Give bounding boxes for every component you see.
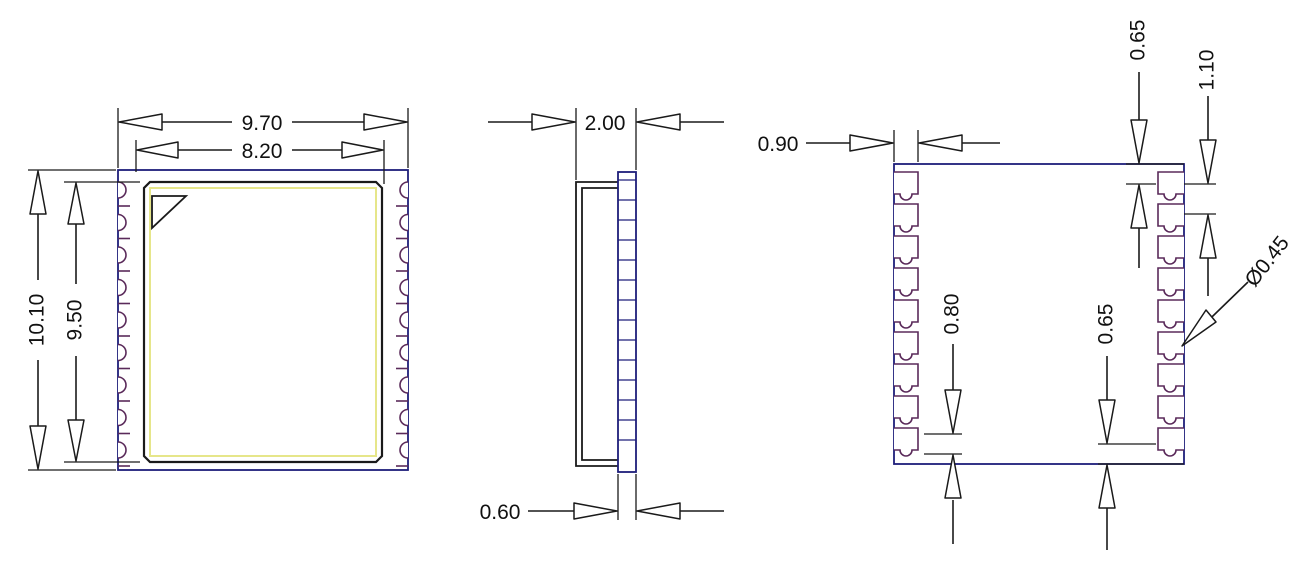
bottom-pad [1157, 299, 1184, 329]
side-view-pcb [617, 171, 637, 473]
dim-top-height-inner: 9.50 [64, 300, 87, 341]
bottom-pad [1157, 203, 1184, 233]
bottom-pad [1157, 171, 1184, 201]
castellation [399, 376, 409, 394]
dim-side-pcb-thickness: 0.60 [480, 501, 521, 524]
bottom-pad [1157, 235, 1184, 265]
bottom-pad [894, 331, 919, 361]
dim-top-width-outer: 9.70 [242, 112, 283, 135]
castellation [117, 343, 127, 362]
top-view-left-castellations [117, 181, 130, 467]
castellation [399, 441, 409, 459]
bottom-pad [894, 171, 919, 201]
bottom-pad [894, 427, 919, 457]
bottom-pad [1157, 331, 1184, 361]
dim-bottom-top-margin: 0.65 [1127, 20, 1150, 61]
bottom-pad [894, 203, 919, 233]
castellation [399, 181, 409, 199]
top-view: 9.70 8.20 10.10 9.50 [26, 108, 409, 471]
side-view: 2.00 0.60 [480, 108, 724, 524]
shield-can-inner [149, 187, 377, 457]
dim-bottom-pin-pitch: 1.10 [1196, 50, 1219, 91]
bottom-pad [894, 235, 919, 265]
bottom-view-left-pads [894, 171, 919, 457]
bottom-pad [1157, 427, 1184, 457]
castellation [399, 311, 409, 329]
dim-bottom-pad-length: 0.90 [758, 133, 799, 156]
castellation [117, 311, 127, 329]
dim-side-thickness: 2.00 [585, 112, 626, 135]
bottom-pad [894, 395, 919, 425]
side-view-pin-rows [618, 179, 636, 441]
castellation [399, 213, 409, 232]
castellation [117, 213, 127, 232]
castellation [117, 408, 127, 427]
bottom-pad [894, 363, 919, 393]
bottom-view: 0.90 0.65 1.10 Ø0.45 0.80 [758, 20, 1294, 550]
dim-top-width-inner: 8.20 [242, 140, 283, 163]
castellation [399, 278, 409, 297]
dim-bottom-hole-diameter: Ø0.45 [1241, 232, 1294, 291]
shield-can [142, 180, 384, 464]
bottom-pad [1157, 395, 1184, 425]
dim-bottom-pad-width: 0.80 [941, 294, 964, 335]
side-view-shield [575, 181, 618, 467]
bottom-pad [1157, 363, 1184, 393]
castellation [117, 441, 127, 459]
top-view-right-castellations [396, 181, 409, 467]
dim-bottom-bottom-margin: 0.65 [1095, 304, 1118, 345]
castellation [117, 278, 127, 297]
castellation [117, 376, 127, 394]
bottom-view-right-pads [1157, 171, 1184, 457]
bottom-pad [1157, 267, 1184, 297]
bottom-pad [894, 267, 919, 297]
dim-top-height-outer: 10.10 [26, 294, 49, 347]
castellation [399, 408, 409, 427]
castellation [399, 343, 409, 362]
bottom-pad [894, 299, 919, 329]
castellation [117, 246, 127, 264]
pin1-marker-icon [151, 195, 189, 231]
castellation [399, 246, 409, 264]
